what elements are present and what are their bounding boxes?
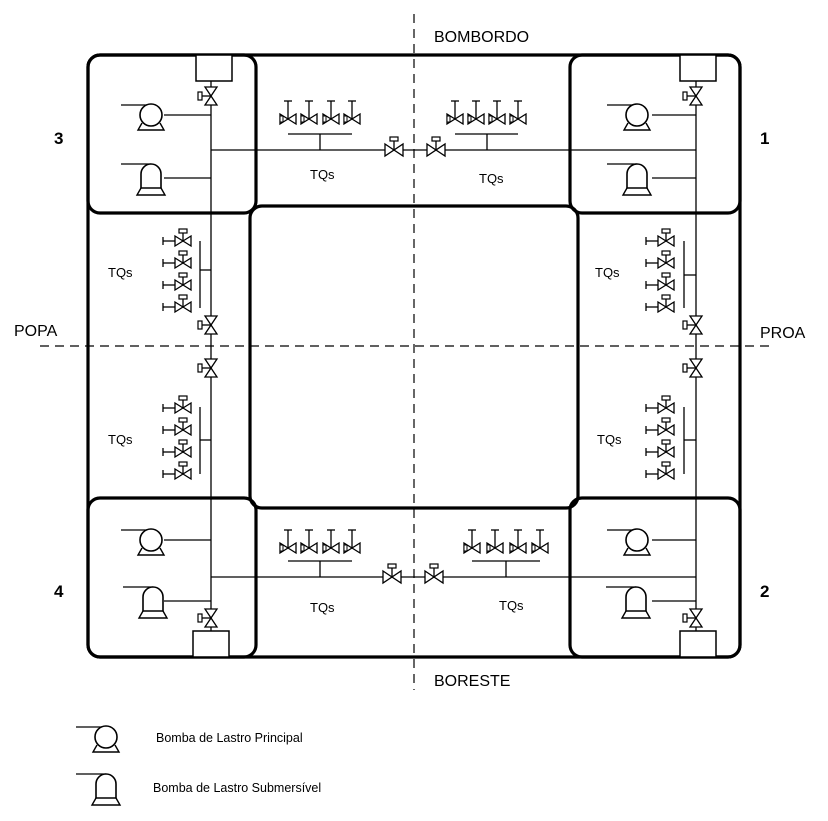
submersible-pump-icon: [120, 163, 166, 196]
sea-valve-icon: [682, 86, 703, 106]
crossover-valve-icon: [682, 358, 703, 378]
tank-valve-icon: [162, 461, 192, 480]
label-proa: PROA: [760, 325, 806, 342]
sea-valve-icon: [682, 608, 703, 628]
tank-valve-icon: [645, 228, 675, 247]
tank-valve-icon: [486, 529, 504, 554]
crossover-valve-icon: [426, 136, 446, 157]
tank-valve-icon: [463, 529, 481, 554]
main-pump-icon: [120, 103, 165, 131]
tank-valve-icon: [279, 100, 297, 125]
tanks-label: TQs: [499, 598, 524, 613]
tank-valve-icon: [467, 100, 485, 125]
tanks-label: TQs: [310, 167, 335, 182]
tanks-label: TQs: [479, 171, 504, 186]
tank-valve-icon: [162, 250, 192, 269]
main-pump-icon: [606, 103, 651, 131]
sea-chest-3: [195, 54, 233, 82]
tank-valve-icon: [162, 417, 192, 436]
column-number-4: 4: [54, 582, 64, 601]
sea-chest-4: [192, 630, 230, 658]
sea-chest-1: [679, 54, 717, 82]
submersible-pump-icon: [605, 586, 651, 619]
tank-valve-icon: [446, 100, 464, 125]
crossover-valve-icon: [682, 315, 703, 335]
label-boreste: BORESTE: [434, 673, 510, 690]
tank-valve-icon: [162, 272, 192, 291]
label-popa: POPA: [14, 323, 58, 340]
tank-valve-icon: [509, 529, 527, 554]
column-3-box: [86, 53, 258, 215]
legend-submersible-pump-label: Bomba de Lastro Submersível: [153, 781, 321, 795]
tank-valve-icon: [322, 529, 340, 554]
sea-chest-2: [679, 630, 717, 658]
tank-valve-icon: [645, 250, 675, 269]
sea-valve-icon: [197, 608, 218, 628]
pontoon-ring: [86, 53, 742, 659]
tanks-label: TQs: [597, 432, 622, 447]
crossover-valve-icon: [382, 563, 402, 584]
column-1-box: [568, 53, 742, 215]
tank-valve-icon: [162, 439, 192, 458]
main-pump-icon: [606, 528, 651, 556]
tank-valve-icon: [531, 529, 549, 554]
tank-valve-icon: [162, 294, 192, 313]
tank-valve-icon: [322, 100, 340, 125]
main-pump-icon: [120, 528, 165, 556]
legend: Bomba de Lastro Principal Bomba de Lastr…: [75, 725, 321, 806]
tank-valve-icon: [343, 529, 361, 554]
tank-valve-icon: [162, 395, 192, 414]
submersible-pump-legend-icon: [75, 773, 121, 806]
tank-valve-icon: [645, 439, 675, 458]
tank-valve-icon: [488, 100, 506, 125]
main-pump-legend-icon: [75, 725, 120, 753]
center-opening: [248, 204, 580, 510]
submersible-pump-icon: [122, 586, 168, 619]
tank-valve-icon: [645, 395, 675, 414]
sea-valve-icon: [197, 86, 218, 106]
crossover-valve-icon: [197, 358, 218, 378]
piping: [164, 81, 697, 631]
label-bombordo: BOMBORDO: [434, 29, 529, 46]
tank-valve-icon: [509, 100, 527, 125]
tanks-label: TQs: [310, 600, 335, 615]
tanks-label: TQs: [595, 265, 620, 280]
tanks-label: TQs: [108, 432, 133, 447]
crossover-valve-icon: [424, 563, 444, 584]
tank-valve-icon: [645, 294, 675, 313]
tank-valve-icon: [645, 461, 675, 480]
column-number-1: 1: [760, 129, 769, 148]
tank-valve-icon: [279, 529, 297, 554]
column-number-2: 2: [760, 582, 769, 601]
column-number-3: 3: [54, 129, 63, 148]
tank-valve-icon: [645, 272, 675, 291]
tank-valve-icon: [300, 529, 318, 554]
tank-valve-icon: [300, 100, 318, 125]
tank-valve-icon: [162, 228, 192, 247]
legend-main-pump-label: Bomba de Lastro Principal: [156, 731, 303, 745]
crossover-valve-icon: [197, 315, 218, 335]
tanks-label: TQs: [108, 265, 133, 280]
submersible-pump-icon: [606, 163, 652, 196]
tank-valve-icon: [645, 417, 675, 436]
crossover-valve-icon: [384, 136, 404, 157]
tank-valve-icon: [343, 100, 361, 125]
